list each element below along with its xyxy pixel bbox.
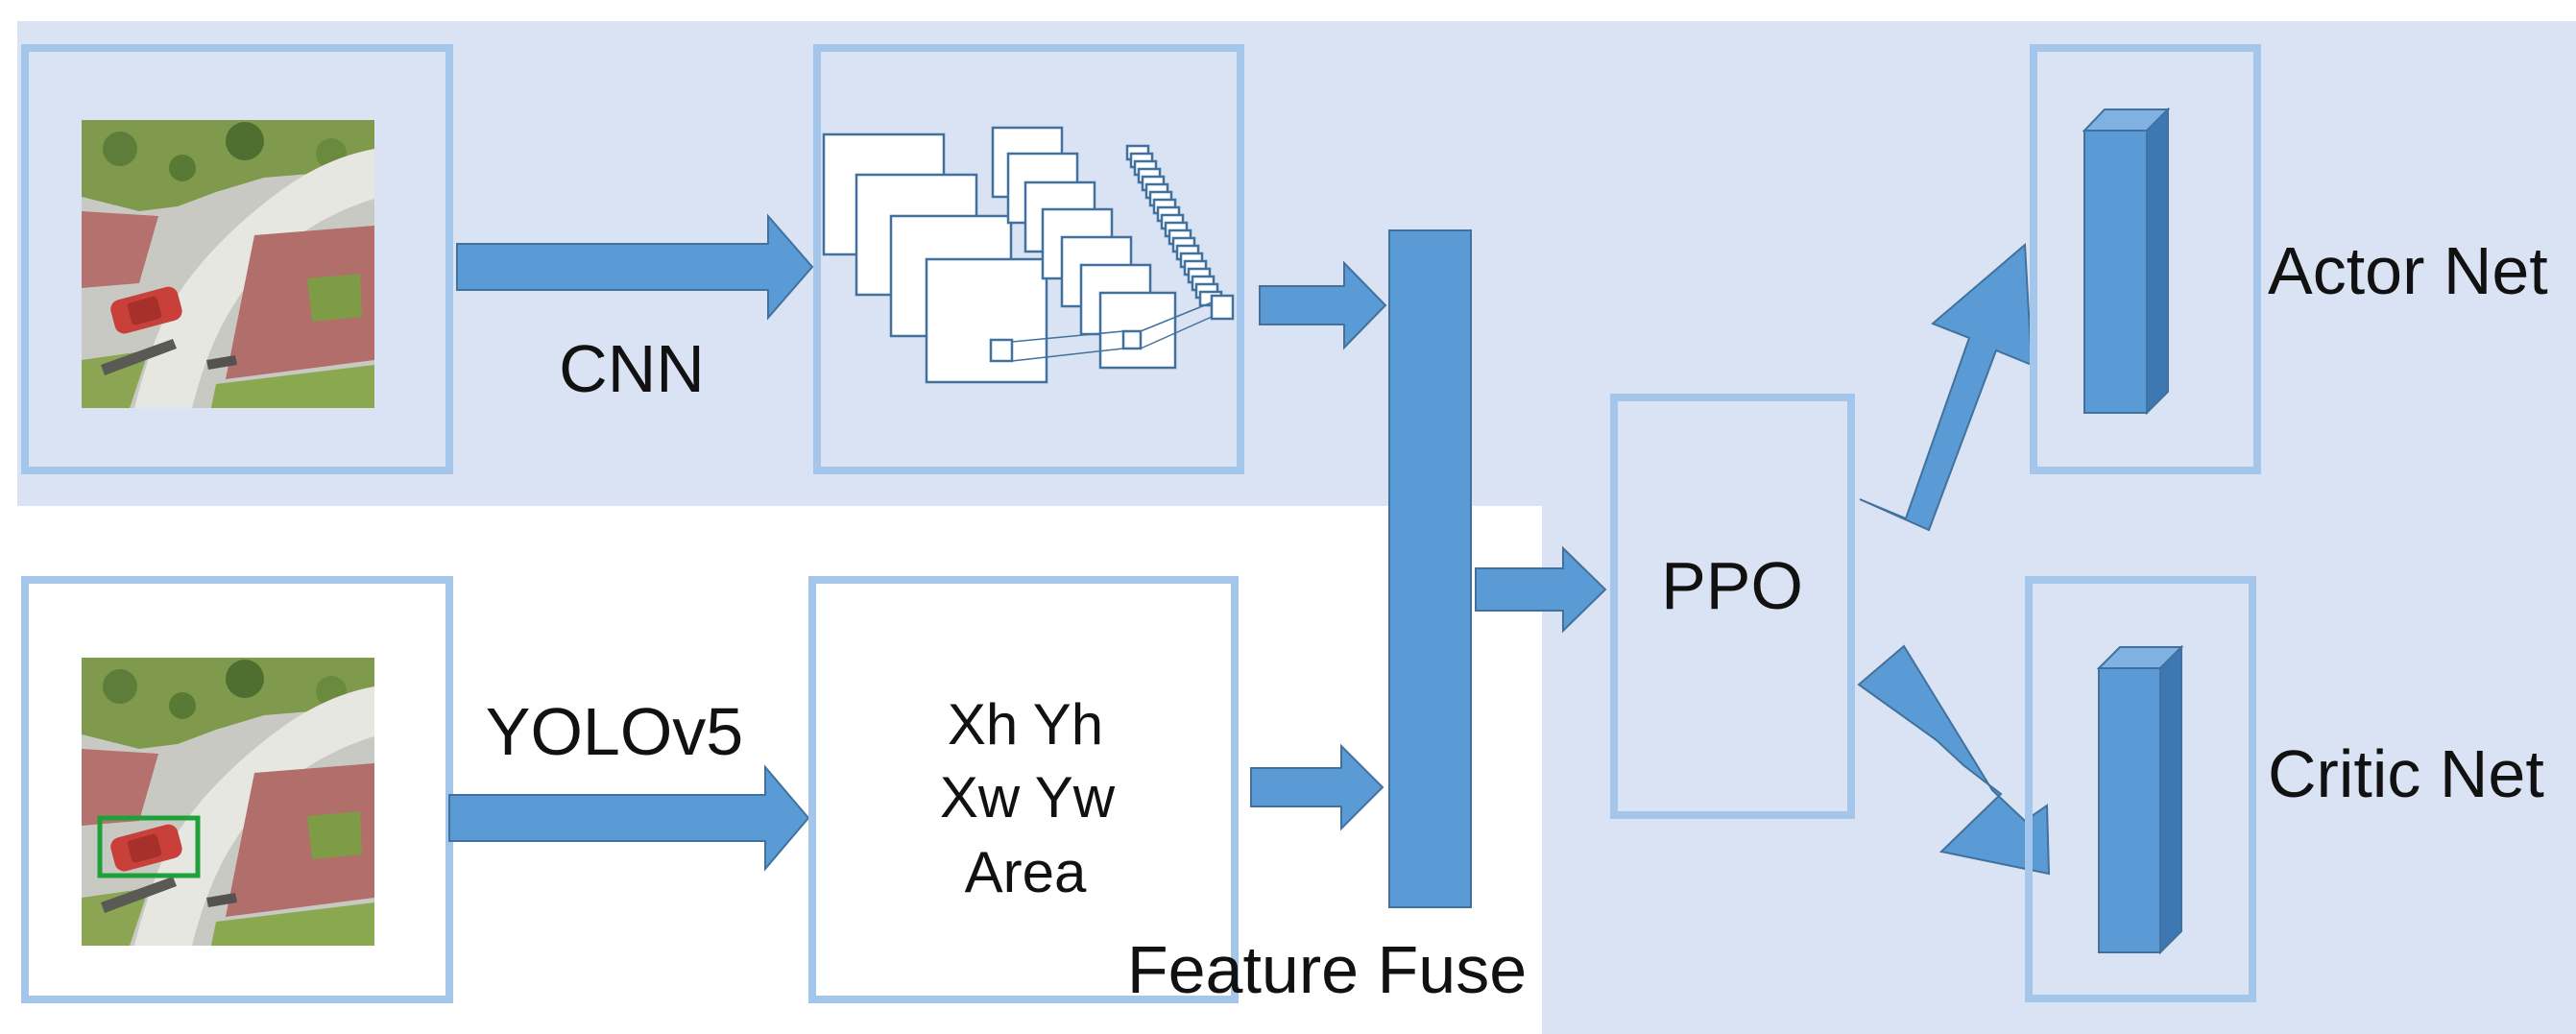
cnn-arrow bbox=[456, 213, 814, 321]
ppo-box bbox=[1610, 394, 1855, 819]
feature-fuse-bar bbox=[1388, 229, 1472, 908]
yolo-label: YOLOv5 bbox=[486, 694, 743, 769]
input-image-panel bbox=[21, 44, 453, 474]
input-scene-image bbox=[82, 120, 374, 408]
ppo-to-actor-arrow bbox=[1859, 242, 2034, 532]
actor-net-panel bbox=[2030, 44, 2261, 474]
features-to-fuse-arrow bbox=[1250, 743, 1384, 831]
feature-line-2: Xw Yw bbox=[940, 765, 1116, 830]
yolo-arrow bbox=[448, 764, 810, 872]
cnn-label: CNN bbox=[559, 331, 705, 406]
detected-scene-image bbox=[82, 658, 374, 946]
actor-net-bar bbox=[2082, 107, 2171, 416]
fuse-to-ppo-arrow bbox=[1475, 545, 1607, 634]
feature-fuse-label: Feature Fuse bbox=[1127, 932, 1527, 1007]
decision-region-background bbox=[1542, 21, 2576, 1034]
cnn-feature-panel bbox=[813, 44, 1244, 474]
feature-maps-icon bbox=[822, 126, 1235, 384]
critic-net-label: Critic Net bbox=[2268, 736, 2544, 811]
critic-net-panel bbox=[2025, 576, 2256, 1002]
detection-bounding-box bbox=[97, 815, 201, 878]
cnn-to-fuse-arrow bbox=[1259, 260, 1387, 350]
critic-net-bar bbox=[2096, 644, 2184, 955]
feature-line-1: Xh Yh bbox=[948, 692, 1103, 757]
ppo-to-critic-arrow bbox=[1857, 644, 2051, 876]
bbox-features-panel bbox=[808, 576, 1239, 1003]
feature-line-3: Area bbox=[965, 840, 1087, 904]
actor-net-label: Actor Net bbox=[2268, 233, 2548, 308]
ppo-label: PPO bbox=[1661, 548, 1803, 623]
